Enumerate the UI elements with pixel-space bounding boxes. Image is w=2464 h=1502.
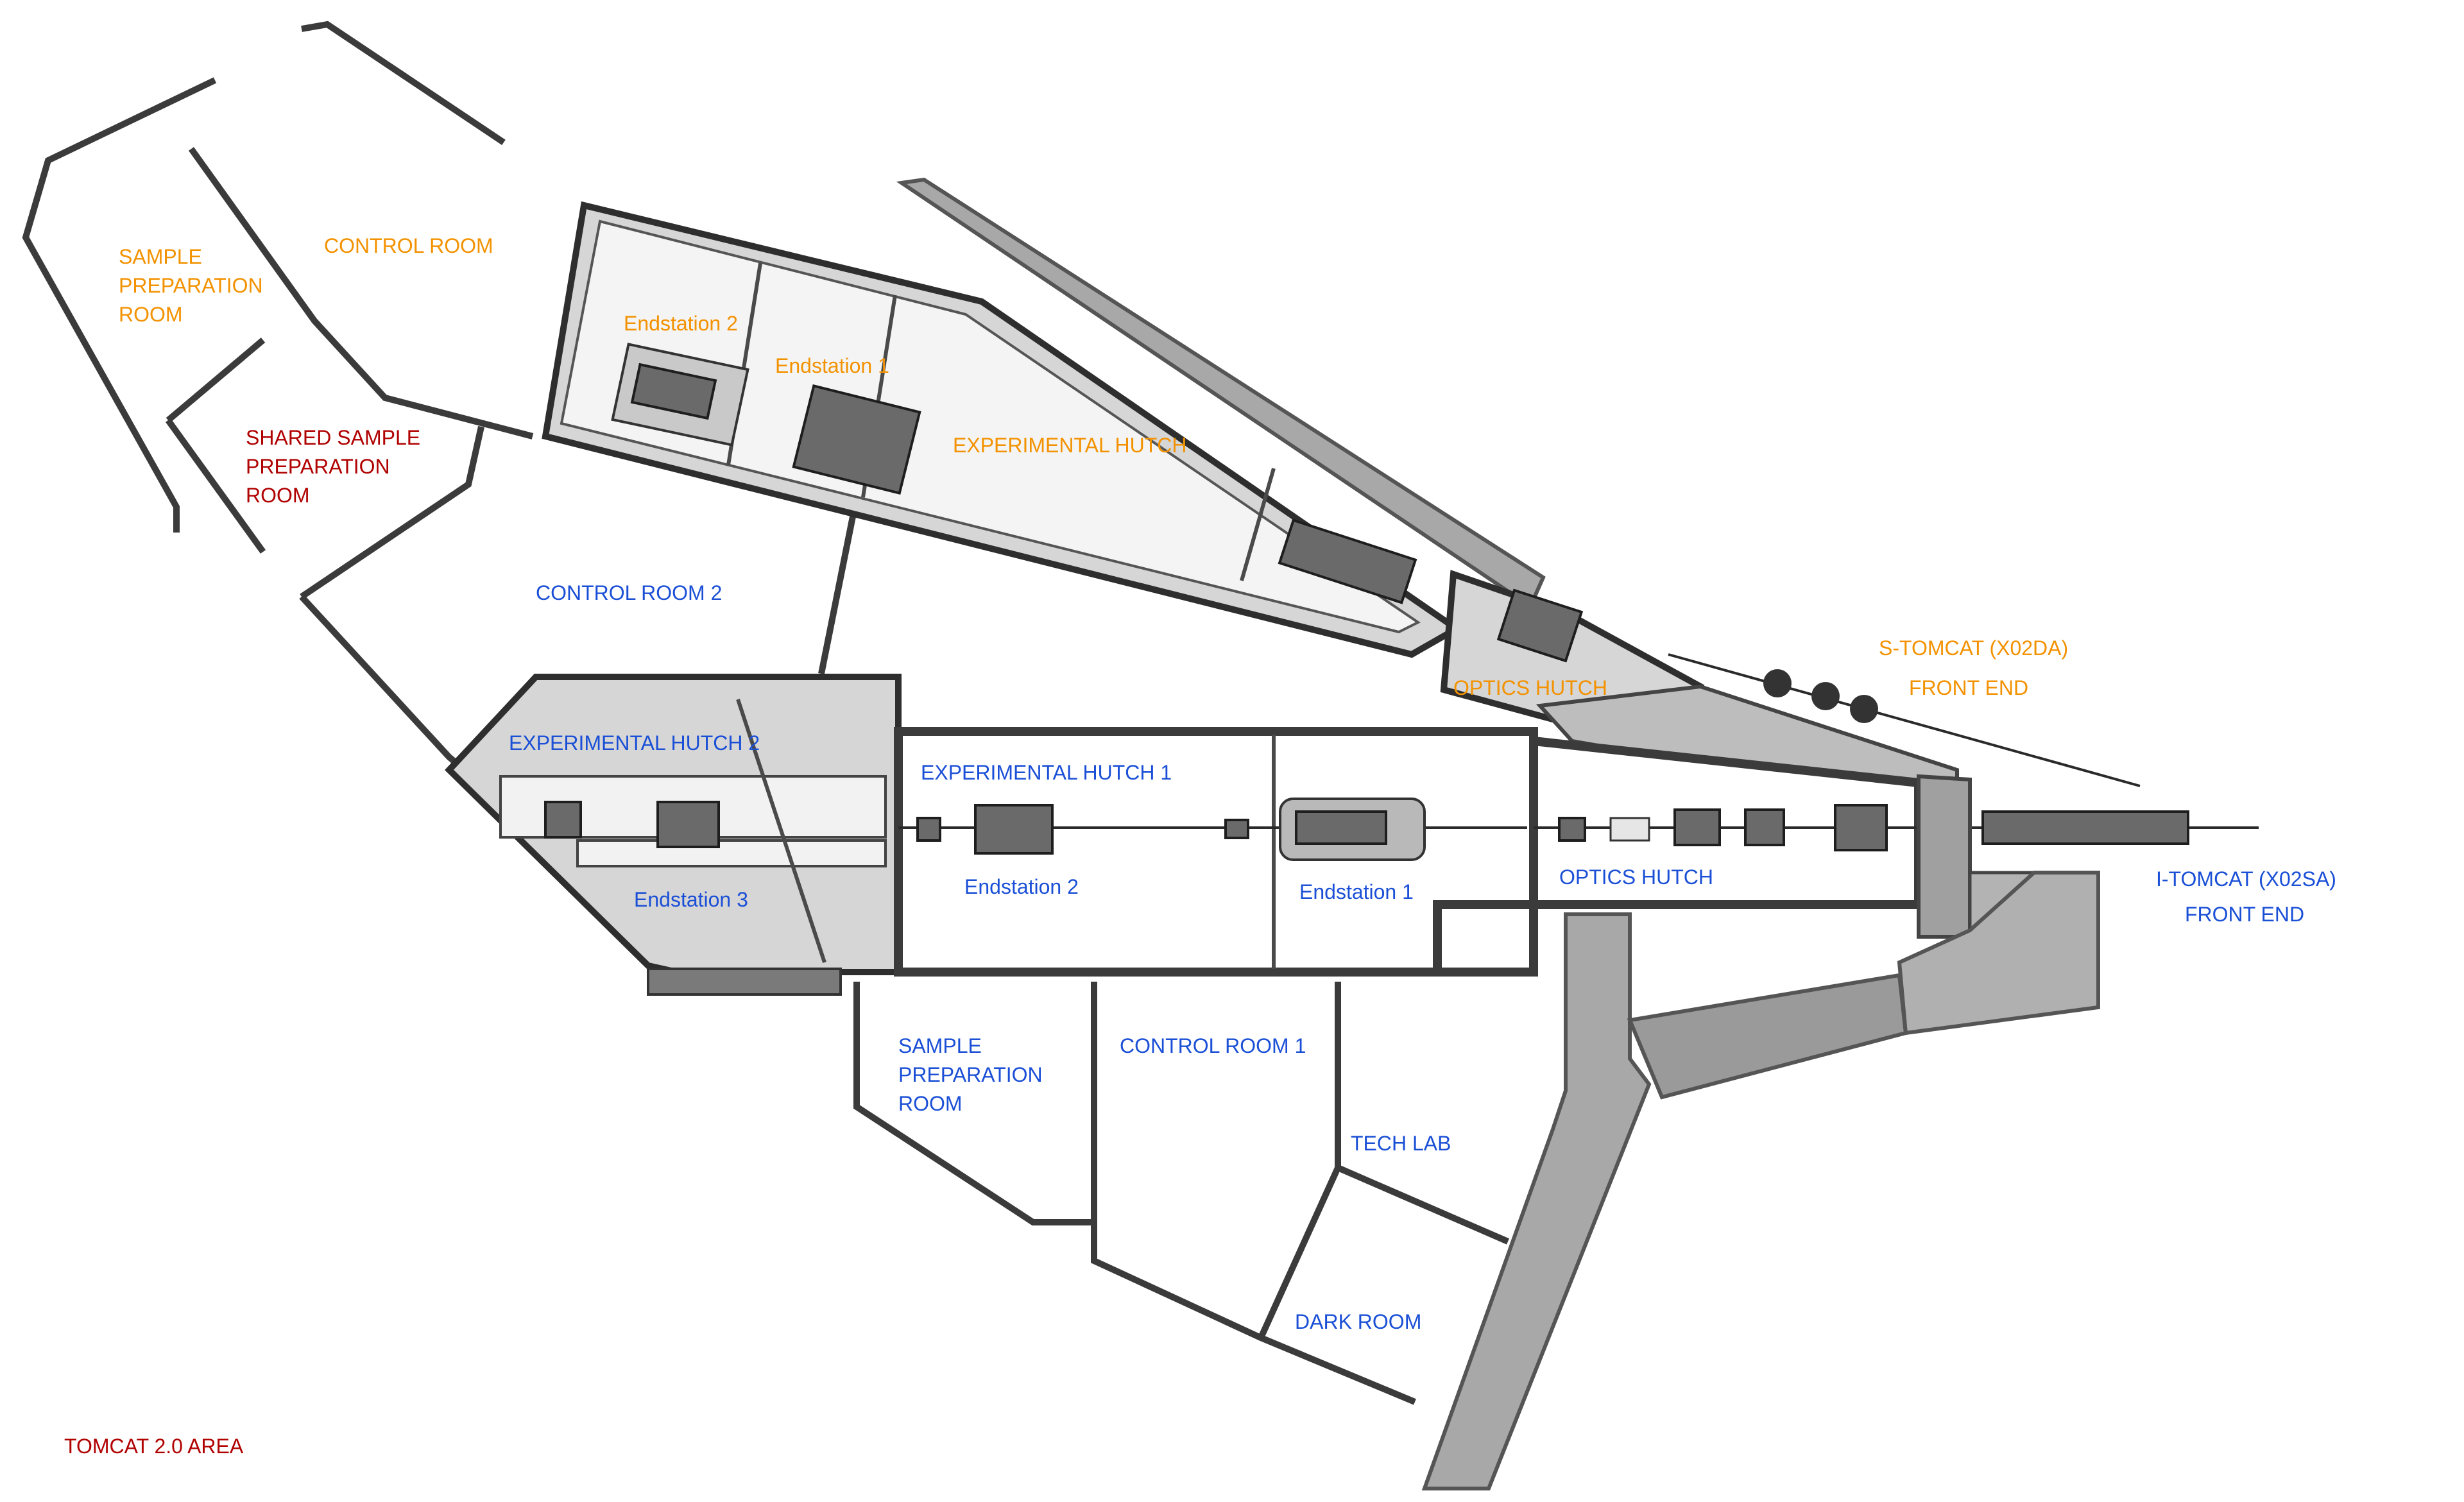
s-tomcat-frontend-component-3: [1850, 695, 1878, 723]
label-sample-prep-lower-3: ROOM: [898, 1092, 963, 1115]
label-control-room-2: CONTROL ROOM 2: [536, 581, 723, 604]
s-tomcat-frontend-component-1: [1763, 669, 1792, 697]
label-dark-room: DARK ROOM: [1295, 1310, 1422, 1333]
optics-hutch-i-component-1: [1558, 817, 1586, 842]
wall-dark-room-left: [1258, 1166, 1341, 1340]
label-s-tomcat-2: FRONT END: [1909, 676, 2029, 699]
optics-hutch-i-component-2: [1609, 817, 1650, 842]
optics-hutch-i-component-3: [1673, 808, 1721, 846]
wall-shared-prep-left: [165, 418, 266, 554]
label-sample-prep-upper-3: ROOM: [119, 303, 183, 326]
label-sample-prep-lower-2: PREPARATION: [898, 1063, 1043, 1086]
label-control-room-upper: CONTROL ROOM: [324, 234, 493, 257]
label-control-room-1: CONTROL ROOM 1: [1120, 1034, 1306, 1057]
s-tomcat-hutch-equipment: [1278, 518, 1417, 604]
stairway-platform: [1897, 871, 2100, 1036]
label-optics-hutch-i: OPTICS HUTCH: [1559, 866, 1713, 889]
s-tomcat-frontend-component-2: [1811, 682, 1840, 710]
endstation-3-equipment-2: [656, 801, 720, 848]
optics-hutch-i-component-4: [1744, 808, 1785, 846]
label-s-tomcat-1: S-TOMCAT (X02DA): [1879, 636, 2069, 660]
label-experimental-hutch-s: EXPERIMENTAL HUTCH: [953, 434, 1187, 457]
label-experimental-hutch-1: EXPERIMENTAL HUTCH 1: [921, 761, 1172, 784]
i-tomcat-frontend-equipment: [1981, 810, 2189, 845]
s-tomcat-optics-equipment: [1496, 588, 1584, 663]
wall-control-room-2-divider: [818, 513, 857, 674]
hutch-1-small-component-2: [1224, 819, 1249, 839]
label-endstation-2-s: Endstation 2: [624, 312, 738, 335]
label-endstation-2-i: Endstation 2: [964, 875, 1079, 898]
label-i-tomcat-2: FRONT END: [2185, 903, 2305, 926]
label-area-title: TOMCAT 2.0 AREA: [64, 1435, 244, 1458]
s-tomcat-ramp: [896, 177, 1546, 610]
endstation-1-s-equipment: [792, 384, 921, 495]
wall-shared-prep-top: [166, 337, 266, 423]
label-tech-lab: TECH LAB: [1351, 1132, 1451, 1155]
label-shared-prep-1: SHARED SAMPLE: [246, 426, 421, 449]
s-tomcat-hutch-interior: [560, 219, 1421, 634]
optics-hutch-i-component-5: [1834, 804, 1888, 851]
label-shared-prep-2: PREPARATION: [246, 455, 390, 478]
hutch-2-diagonal-wall: [736, 699, 826, 963]
hutch-2-bottom-rail: [647, 968, 842, 996]
lower-corridor: [1421, 912, 1652, 1490]
wall-shared-prep-right: [300, 425, 484, 600]
wall-lower-left: [853, 982, 1094, 1225]
label-i-tomcat-1: I-TOMCAT (X02SA): [2156, 867, 2336, 891]
label-sample-prep-upper-2: PREPARATION: [119, 274, 263, 297]
label-experimental-hutch-2: EXPERIMENTAL HUTCH 2: [509, 731, 760, 755]
wall-control-room-1: [1091, 982, 1416, 1405]
label-optics-hutch-s: OPTICS HUTCH: [1453, 676, 1607, 699]
wall-outer-upper-left: [22, 77, 217, 533]
wall-control-room-partition: [188, 147, 534, 440]
label-sample-prep-lower-1: SAMPLE: [898, 1034, 982, 1057]
label-endstation-3: Endstation 3: [634, 888, 748, 911]
label-endstation-1-s: Endstation 1: [775, 354, 889, 377]
s-tomcat-beam: [1668, 653, 2141, 787]
endstation-3-track-lower: [576, 839, 887, 867]
wall-control-room-top: [301, 21, 506, 146]
hutch-1-small-component-1: [916, 817, 941, 842]
endstation-3-equipment-1: [544, 801, 582, 839]
stairway: [1627, 973, 1908, 1100]
label-sample-prep-upper-1: SAMPLE: [119, 245, 202, 268]
wall-tech-lab-bottom: [1337, 1165, 1509, 1245]
label-shared-prep-3: ROOM: [246, 484, 310, 507]
endstation-2-i-equipment: [974, 804, 1054, 855]
endstation-1-i-equipment: [1295, 810, 1387, 845]
label-endstation-1-i: Endstation 1: [1299, 880, 1414, 903]
wall-control-room-2-left: [299, 594, 471, 776]
endstation-2-s-equipment: [630, 363, 717, 420]
s-tomcat-hutch-divider-3: [1240, 468, 1276, 581]
i-tomcat-front-end-block: [1917, 774, 1972, 939]
